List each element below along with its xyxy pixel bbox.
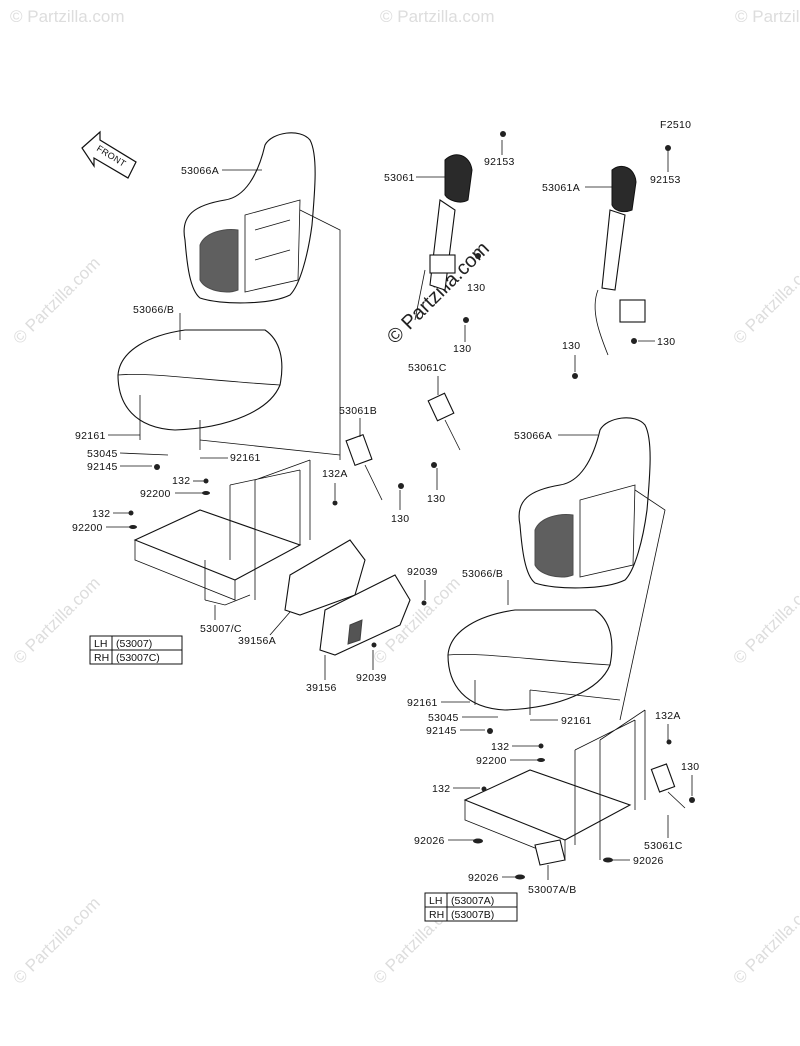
seat-cushion-left	[117, 329, 283, 450]
callout-132: 132	[491, 741, 509, 753]
table-cell: RH	[94, 652, 109, 664]
callout-132: 132	[92, 508, 110, 520]
callout-53061: 53061	[384, 172, 415, 184]
callout-130: 130	[657, 336, 675, 348]
callout-92161: 92161	[561, 715, 592, 727]
seat-cushion-right	[447, 609, 613, 715]
callout-132: 132	[432, 783, 450, 795]
callout-53007AB: 53007A/B	[528, 884, 577, 896]
watermark: © Partzilla.com	[380, 7, 495, 26]
callout-130: 130	[467, 282, 485, 294]
seat-belt-53061	[414, 154, 473, 321]
callout-53066B: 53066/B	[133, 304, 174, 316]
callout-92153: 92153	[650, 174, 681, 186]
seat-frame-right	[463, 709, 646, 866]
callout-130: 130	[427, 493, 445, 505]
callout-92200: 92200	[476, 755, 507, 767]
callout-92161: 92161	[407, 697, 438, 709]
watermark: © Partzilla.com	[729, 253, 800, 347]
seat-belt-buckle-53061B	[345, 434, 383, 501]
seat-belt-buckle-right	[650, 763, 686, 809]
callout-53061C: 53061C	[408, 362, 447, 374]
callout-53045: 53045	[428, 712, 459, 724]
callout-39156A: 39156A	[238, 635, 276, 647]
callout-92200: 92200	[72, 522, 103, 534]
callout-92200: 92200	[140, 488, 171, 500]
hardware-markers	[128, 131, 695, 880]
callout-130: 130	[562, 340, 580, 352]
watermark: © Partzilla.com	[729, 573, 800, 667]
figure-code: F2510	[660, 119, 691, 131]
callout-53066B: 53066/B	[462, 568, 503, 580]
callout-53066A: 53066A	[514, 430, 552, 442]
table-cell: (53007)	[116, 638, 152, 650]
table-cell: (53007A)	[451, 895, 494, 907]
callout-53045: 53045	[87, 448, 118, 460]
watermark: © Partzilla.com	[9, 253, 103, 347]
watermark: © Partzilla.com	[10, 7, 125, 26]
callout-132A: 132A	[322, 468, 348, 480]
table-cell: LH	[94, 638, 107, 650]
table-cell: (53007B)	[451, 909, 494, 921]
callout-92153: 92153	[484, 156, 515, 168]
callout-53066A: 53066A	[181, 165, 219, 177]
callout-39156: 39156	[306, 682, 337, 694]
seat-belt-53061A	[594, 166, 646, 356]
table-cell: RH	[429, 909, 444, 921]
callout-92039: 92039	[356, 672, 387, 684]
variant-table-left: LH (53007) RH (53007C)	[89, 635, 183, 665]
callout-92161: 92161	[230, 452, 261, 464]
callout-130: 130	[681, 761, 699, 773]
callout-132A: 132A	[655, 710, 681, 722]
callout-130: 130	[391, 513, 409, 525]
table-cell: LH	[429, 895, 442, 907]
seat-belt-buckle-53061C	[427, 392, 461, 451]
panel-39156	[319, 574, 411, 656]
callout-132: 132	[172, 475, 190, 487]
seat-frame-left	[133, 459, 311, 606]
seat-back-right	[518, 417, 651, 589]
callout-53061B: 53061B	[339, 405, 377, 417]
callout-92145: 92145	[426, 725, 457, 737]
callout-92026: 92026	[633, 855, 664, 867]
callout-92026: 92026	[414, 835, 445, 847]
variant-table-right: LH (53007A) RH (53007B)	[424, 892, 518, 922]
seat-back-left	[183, 132, 316, 304]
callout-92145: 92145	[87, 461, 118, 473]
callouts: 53066A 53066/B 92161 53045 92145 92161 1…	[72, 140, 699, 896]
callout-92039: 92039	[407, 566, 438, 578]
callout-92161: 92161	[75, 430, 106, 442]
callout-53061A: 53061A	[542, 182, 580, 194]
callout-53061C: 53061C	[644, 840, 683, 852]
callout-53007C: 53007/C	[200, 623, 242, 635]
watermark: © Partzilla.com	[9, 893, 103, 987]
watermark: © Partzilla.com	[729, 893, 800, 987]
callout-92026: 92026	[468, 872, 499, 884]
table-cell: (53007C)	[116, 652, 160, 664]
watermark: © Partzilla.com	[735, 7, 800, 26]
callout-130: 130	[453, 343, 471, 355]
front-arrow-icon: FRONT	[81, 130, 137, 179]
